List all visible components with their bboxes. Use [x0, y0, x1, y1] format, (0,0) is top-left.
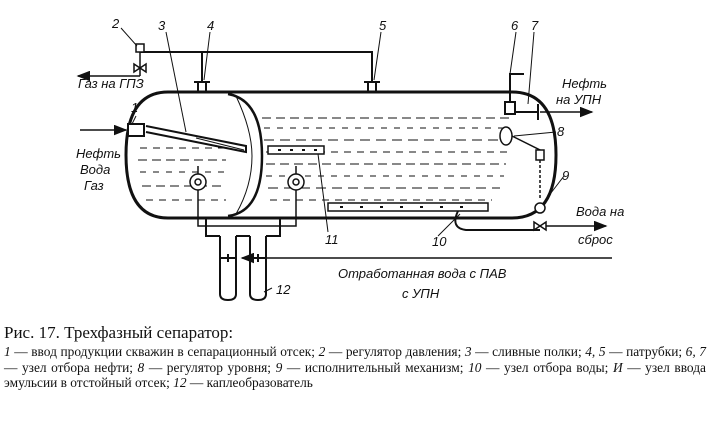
- legend-num: 6, 7: [685, 344, 706, 359]
- label-feed-water: Вода: [80, 162, 110, 177]
- label-water-out-2: сброс: [578, 232, 613, 247]
- legend-text: — каплеобразователь: [186, 375, 313, 390]
- legend-num: 2: [318, 344, 326, 359]
- water-actuator: [533, 202, 608, 232]
- label-feed-gas: Газ: [84, 178, 104, 193]
- legend-num: 12: [173, 375, 187, 390]
- separator-diagram: Газ на ГПЗ Нефть Вода Газ Нефть на УПН В…: [76, 16, 624, 302]
- gas-line: [140, 51, 373, 82]
- sampling-valves: [189, 166, 305, 227]
- legend-num: 8: [137, 359, 145, 375]
- legend-text: — регулятор давления;: [325, 344, 465, 359]
- gas-nozzle-4: [194, 52, 210, 92]
- separator-vessel: [124, 90, 558, 220]
- slope-shelves: [145, 125, 247, 154]
- legend-num: 10: [468, 359, 482, 375]
- marker-3: 3: [158, 18, 166, 33]
- marker-6: 6: [511, 18, 519, 33]
- marker-1: 1: [131, 100, 138, 115]
- caption-legend: 1 — ввод продукции скважин в сепарационн…: [4, 344, 706, 391]
- label-gas-out: Газ на ГПЗ: [78, 76, 144, 91]
- legend-text: — сливные полки;: [471, 344, 586, 359]
- marker-10: 10: [432, 234, 447, 249]
- partition-wall: [227, 92, 264, 218]
- label-oil-out-2: на УПН: [556, 92, 602, 107]
- figure-caption: Рис. 17. Трехфазный сепаратор: 1 — ввод …: [4, 322, 706, 391]
- label-spent-water-1: Отработанная вода с ПАВ: [338, 266, 507, 281]
- legend-text: — узел отбора воды;: [481, 359, 613, 375]
- marker-7: 7: [531, 18, 539, 33]
- label-water-out-1: Вода на: [576, 204, 624, 219]
- label-feed-oil: Нефть: [76, 146, 121, 161]
- legend-num: 3: [464, 344, 472, 359]
- legend-text: — узел отбора нефти;: [4, 359, 138, 375]
- emulsion-distributor: [267, 145, 325, 155]
- marker-9: 9: [562, 168, 569, 183]
- droplet-former: [205, 218, 281, 302]
- pressure-regulator: [76, 43, 147, 82]
- legend-text: — исполнительный механизм;: [282, 359, 469, 375]
- label-oil-out-1: Нефть: [562, 76, 607, 91]
- marker-5: 5: [379, 18, 387, 33]
- marker-8: 8: [557, 124, 565, 139]
- legend-num: 1: [4, 344, 11, 359]
- legend-text: — ввод продукции скважин в сепарационный…: [10, 344, 319, 359]
- marker-2: 2: [111, 16, 120, 31]
- legend-num: И: [612, 359, 623, 375]
- legend-text: — узел ввода эмульсии в отстойный отсек;: [4, 359, 706, 391]
- legend-text: — патрубки;: [605, 344, 686, 359]
- marker-11: 11: [325, 232, 339, 247]
- marker-4: 4: [207, 18, 214, 33]
- gas-nozzle-5: [364, 81, 380, 92]
- feed-inlet: [80, 123, 145, 137]
- level-regulator: [499, 126, 545, 198]
- caption-title: Рис. 17. Трехфазный сепаратор:: [4, 323, 234, 342]
- legend-num: 9: [275, 359, 283, 375]
- legend-text: — регулятор уровня;: [144, 359, 276, 375]
- label-spent-water-2: с УПН: [402, 286, 440, 301]
- marker-12: 12: [276, 282, 291, 297]
- liquid-level: [138, 117, 512, 201]
- water-collector: [327, 202, 489, 212]
- legend-num: 4, 5: [585, 344, 606, 359]
